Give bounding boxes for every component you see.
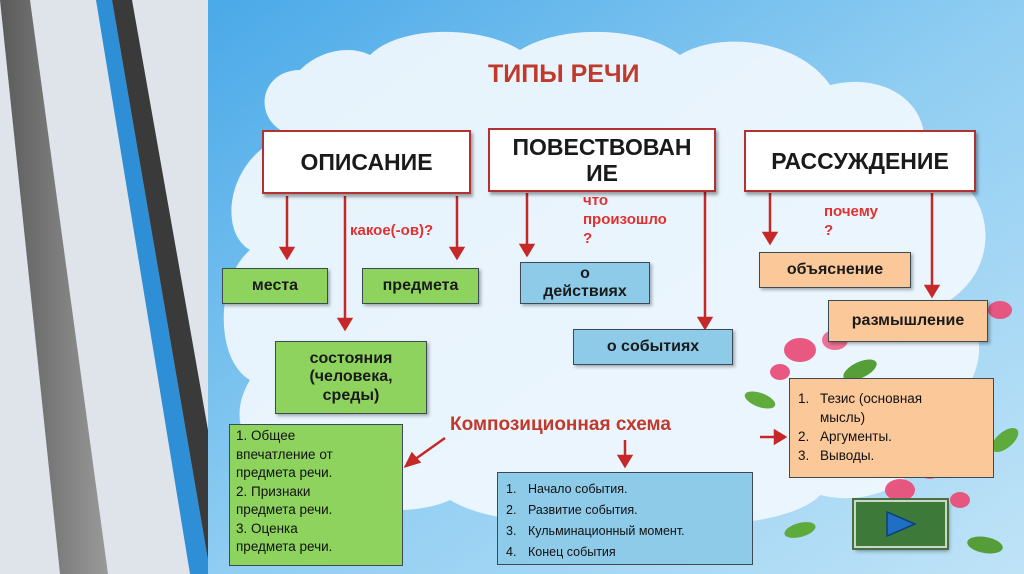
composition-description-line: предмета речи. (236, 465, 333, 480)
item-object-label: предмета (382, 276, 459, 294)
item-reflection-label: размышление (851, 311, 965, 329)
category-description-label: ОПИСАНИЕ (300, 148, 433, 175)
narration-step-text: Развитие события. (528, 503, 638, 517)
item-actions-line1: о (580, 264, 590, 282)
item-reflection: размышление (828, 300, 988, 342)
reasoning-step-num: 3. (798, 448, 810, 463)
composition-description-line: 2. Признаки (236, 483, 311, 499)
reasoning-step: 1. Тезис (основная мысль) (798, 389, 985, 427)
item-state-line3: среды) (322, 386, 380, 404)
item-state: состояния (человека, среды) (275, 341, 427, 414)
composition-reasoning: 1. Тезис (основная мысль) 2. Аргументы. … (789, 378, 994, 478)
item-actions: о действиях (520, 262, 650, 304)
question-narration: что произошло ? (583, 192, 667, 248)
reasoning-step: 2. Аргументы. (798, 427, 985, 446)
narration-step-num: 3. (506, 524, 517, 538)
narration-step: 2. Развитие события. (506, 500, 744, 521)
question-reasoning-line1: почему (824, 203, 878, 220)
narration-step: 4. Конец события (506, 542, 744, 563)
composition-description-line: предмета речи. (236, 539, 333, 554)
item-state-line1: состояния (309, 349, 393, 367)
category-description: ОПИСАНИЕ (262, 130, 471, 194)
item-explanation-label: объяснение (786, 260, 884, 278)
item-place-label: места (251, 276, 299, 294)
item-state-line2: (человека, (309, 368, 393, 386)
narration-step-text: Конец события (528, 545, 616, 559)
item-explanation: объяснение (759, 252, 911, 288)
reasoning-step-num: 2. (798, 429, 810, 444)
item-object: предмета (362, 268, 479, 304)
item-actions-line2: действиях (543, 283, 627, 300)
question-narration-line2: произошло (583, 210, 667, 228)
category-narration: ПОВЕСТВОВАН ИЕ (488, 128, 716, 192)
slide-title: ТИПЫ РЕЧИ (488, 60, 640, 88)
composition-description-line: предмета речи. (236, 502, 333, 517)
category-reasoning-label: РАССУЖДЕНИЕ (771, 147, 949, 174)
reasoning-step-line1: Аргументы. (820, 429, 892, 444)
reasoning-step-text: Тезис (основная мысль) (820, 389, 922, 427)
narration-step-text: Кульминационный момент. (528, 524, 685, 538)
composition-description-line: впечатление от (236, 446, 333, 462)
next-slide-button[interactable] (854, 500, 947, 548)
question-narration-line1: что (583, 192, 609, 209)
narration-step-num: 4. (506, 545, 517, 559)
composition-description-line: 1. Общее (236, 428, 296, 443)
narration-step-num: 1. (506, 482, 517, 496)
item-events: о событиях (573, 329, 733, 365)
item-place: места (222, 268, 328, 304)
reasoning-step-num: 1. (798, 391, 810, 406)
question-reasoning: почему ? (824, 203, 878, 241)
narration-step: 3. Кульминационный момент. (506, 521, 744, 542)
composition-title: Композиционная схема (450, 414, 671, 435)
category-reasoning: РАССУЖДЕНИЕ (744, 130, 976, 192)
category-narration-line2: ИЕ (586, 160, 618, 186)
reasoning-step-line1: Выводы. (820, 448, 875, 463)
narration-step-num: 2. (506, 503, 517, 517)
narration-step: 1. Начало события. (506, 479, 744, 500)
question-reasoning-line2: ? (824, 221, 834, 239)
item-events-label: о событиях (606, 337, 700, 355)
reasoning-step-line1: Тезис (основная (820, 391, 923, 406)
reasoning-step: 3. Выводы. (798, 446, 985, 465)
category-narration-line1: ПОВЕСТВОВАН (512, 133, 692, 160)
composition-description-line: 3. Оценка (236, 520, 298, 536)
question-description: какое(-ов)? (350, 222, 434, 239)
composition-description: 1. Общее впечатление от предмета речи. 2… (229, 424, 403, 566)
narration-step-text: Начало события. (528, 482, 628, 496)
reasoning-step-line2: мысль) (820, 410, 866, 425)
play-icon (885, 510, 917, 538)
question-narration-line3: ? (583, 229, 593, 247)
composition-narration: 1. Начало события. 2. Развитие события. 3.… (497, 472, 753, 565)
